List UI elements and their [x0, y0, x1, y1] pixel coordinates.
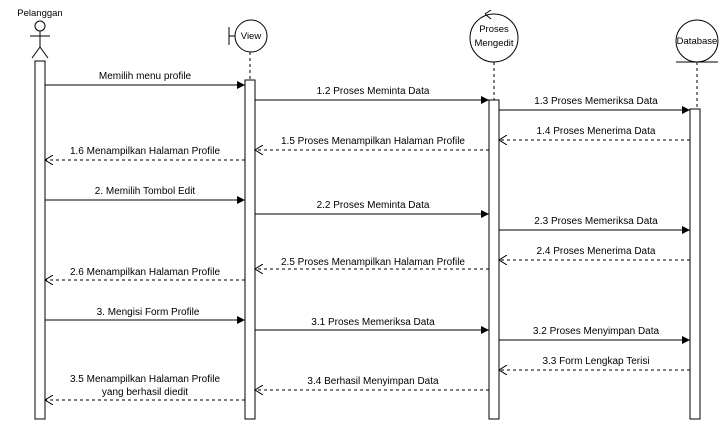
message-3-3: 3.3 Form Lengkap Terisi: [499, 356, 690, 370]
svg-text:3. Mengisi Form Profile: 3. Mengisi Form Profile: [97, 307, 200, 318]
message-2: 2. Memilih Tombol Edit: [45, 186, 245, 204]
participant-label-proses-line1: Proses: [479, 24, 509, 35]
message-3-1: 3.1 Proses Memeriksa Data: [255, 317, 489, 334]
svg-text:2.6 Menampilkan Halaman Profil: 2.6 Menampilkan Halaman Profile: [70, 267, 221, 278]
control-proses-mengedit: Proses Mengedit: [469, 9, 519, 63]
boundary-view: View: [228, 19, 268, 53]
message-3-4: 3.4 Berhasil Menyimpan Data: [255, 376, 489, 390]
message-2-3: 2.3 Proses Memeriksa Data: [499, 216, 690, 234]
svg-text:1.3 Proses Memeriksa Data: 1.3 Proses Memeriksa Data: [534, 96, 658, 107]
svg-text:2.2 Proses Meminta Data: 2.2 Proses Meminta Data: [317, 200, 430, 211]
entity-database: Database: [675, 19, 719, 63]
message-3-2: 3.2 Proses Menyimpan Data: [499, 326, 690, 344]
participant-label-database: Database: [677, 36, 718, 47]
svg-text:2.3 Proses Memeriksa Data: 2.3 Proses Memeriksa Data: [534, 216, 658, 227]
svg-text:yang berhasil diedit: yang berhasil diedit: [102, 387, 188, 398]
activation-pelanggan: [34, 60, 46, 420]
stick-figure-icon: [30, 20, 50, 59]
message-2-6: 2.6 Menampilkan Halaman Profile: [45, 267, 245, 280]
message-2-2: 2.2 Proses Meminta Data: [255, 200, 489, 218]
svg-text:Memilih menu profile: Memilih menu profile: [99, 71, 192, 82]
entity-icon: [675, 19, 719, 63]
svg-text:1.4 Proses Menerima Data: 1.4 Proses Menerima Data: [537, 126, 656, 137]
message-1: Memilih menu profile: [45, 71, 245, 89]
svg-text:1.6 Menampilkan Halaman Profil: 1.6 Menampilkan Halaman Profile: [70, 146, 221, 157]
svg-text:3.3 Form Lengkap Terisi: 3.3 Form Lengkap Terisi: [542, 356, 649, 367]
message-2-5: 2.5 Proses Menampilkan Halaman Profile: [255, 257, 489, 269]
message-1-3: 1.3 Proses Memeriksa Data: [499, 96, 690, 114]
svg-text:3.5 Menampilkan Halaman Profil: 3.5 Menampilkan Halaman Profile: [70, 374, 221, 385]
svg-text:2. Memilih Tombol Edit: 2. Memilih Tombol Edit: [95, 186, 196, 197]
svg-text:3.2 Proses Menyimpan Data: 3.2 Proses Menyimpan Data: [533, 326, 660, 337]
svg-text:2.4 Proses Menerima Data: 2.4 Proses Menerima Data: [537, 246, 656, 257]
svg-text:2.5 Proses Menampilkan Halaman: 2.5 Proses Menampilkan Halaman Profile: [281, 257, 465, 268]
activation-proses: [488, 99, 500, 420]
message-1-5: 1.5 Proses Menampilkan Halaman Profile: [255, 136, 489, 150]
svg-text:3.1 Proses Memeriksa Data: 3.1 Proses Memeriksa Data: [311, 317, 435, 328]
svg-text:3.4 Berhasil Menyimpan Data: 3.4 Berhasil Menyimpan Data: [307, 376, 439, 387]
svg-text:1.5 Proses Menampilkan Halaman: 1.5 Proses Menampilkan Halaman Profile: [281, 136, 465, 147]
participant-label-proses-line2: Mengedit: [474, 38, 513, 49]
svg-text:1.2 Proses Meminta Data: 1.2 Proses Meminta Data: [317, 86, 430, 97]
activation-view: [244, 79, 256, 420]
boundary-icon: [228, 19, 268, 53]
message-3-5: 3.5 Menampilkan Halaman Profile yang ber…: [45, 374, 245, 400]
participant-label-pelanggan: Pelanggan: [17, 8, 62, 19]
control-icon: [469, 9, 519, 63]
message-1-6: 1.6 Menampilkan Halaman Profile: [45, 146, 245, 160]
activation-database: [689, 108, 701, 420]
message-1-4: 1.4 Proses Menerima Data: [499, 126, 690, 140]
participant-label-view: View: [241, 31, 262, 42]
message-1-2: 1.2 Proses Meminta Data: [255, 86, 489, 104]
message-2-4: 2.4 Proses Menerima Data: [499, 246, 690, 260]
actor-pelanggan: Pelanggan: [17, 8, 63, 59]
message-3: 3. Mengisi Form Profile: [45, 307, 245, 324]
